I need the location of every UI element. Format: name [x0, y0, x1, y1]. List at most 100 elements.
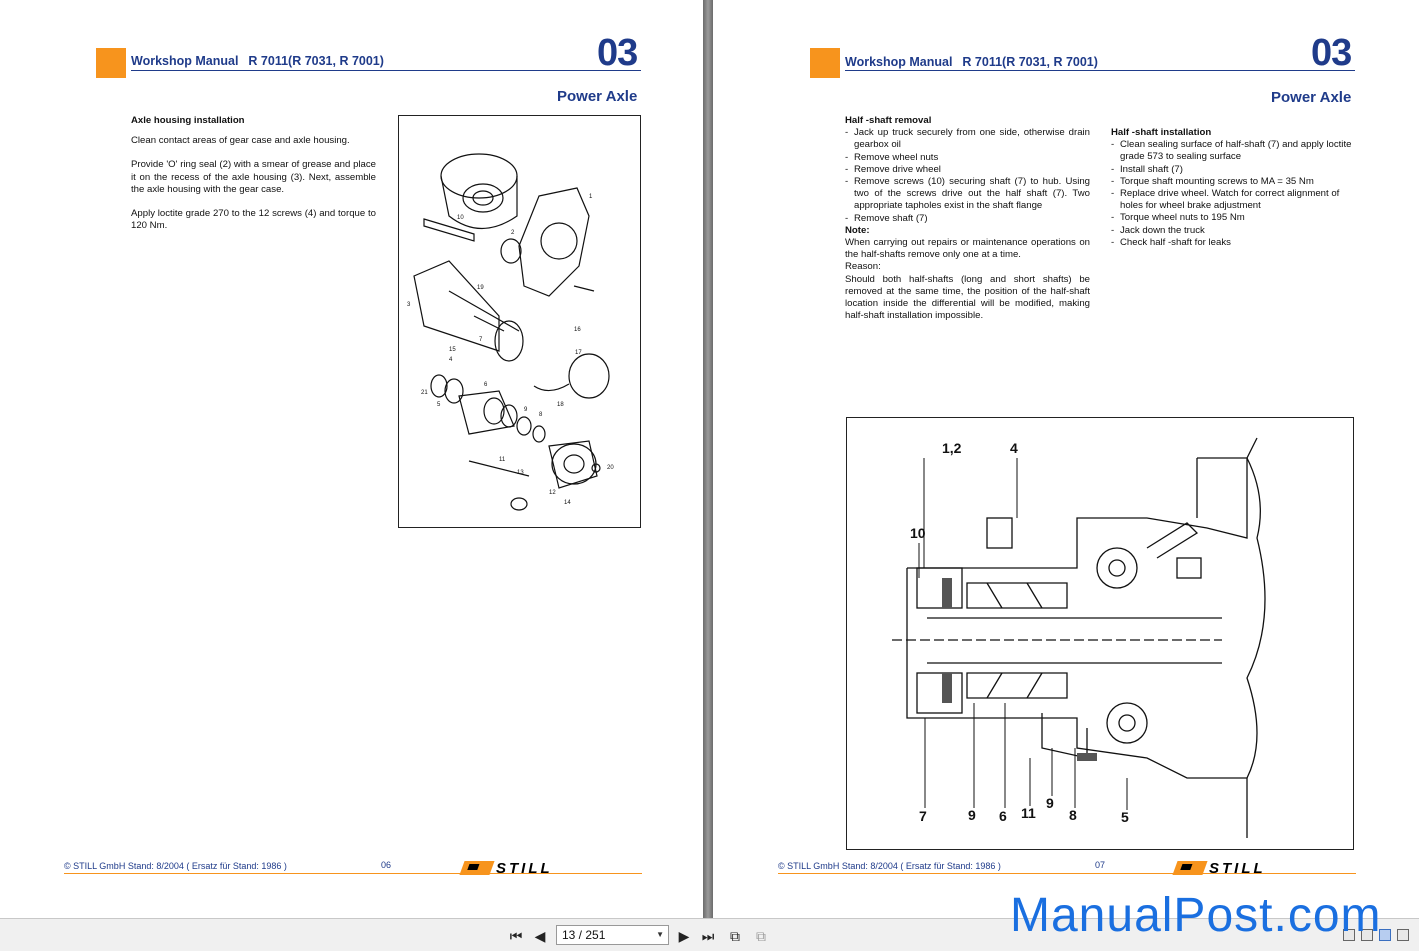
page-indicator: 13 / 251 [562, 928, 606, 942]
callout-label: 21 [421, 390, 428, 396]
viewer-toolbar: ⏮ ◀ 13 / 251 ▼ ▶ ⏭ ⧉ ⧉ [0, 918, 1419, 951]
chapter-number: 03 [597, 32, 638, 74]
chevron-down-icon[interactable]: ▼ [656, 930, 664, 939]
callout-label: 1 [589, 194, 593, 200]
callout-label: 5 [437, 402, 441, 408]
next-page-button[interactable]: ▶ [678, 928, 690, 944]
paragraph: Apply loctite grade 270 to the 12 screws… [131, 208, 376, 232]
first-page-button[interactable]: ⏮ [509, 928, 523, 944]
next-view-icon[interactable]: ⧉ [756, 928, 766, 944]
list-item: Install shaft (7) [1111, 164, 1356, 176]
left-text: Axle housing installation Clean contact … [131, 115, 376, 244]
paragraph: Provide 'O' ring seal (2) with a smear o… [131, 159, 376, 195]
list-item: Clean sealing surface of half-shaft (7) … [1111, 139, 1356, 163]
installation-steps: Clean sealing surface of half-shaft (7) … [1111, 139, 1356, 249]
callout-label: 8 [1069, 807, 1077, 823]
removal-heading: Half -shaft removal [845, 115, 932, 126]
still-logo: STILL [459, 859, 553, 877]
list-item: Remove drive wheel [845, 164, 1090, 176]
page-number-input[interactable]: 13 / 251 ▼ [556, 925, 669, 945]
page-gutter [703, 0, 713, 918]
list-item: Jack up truck securely from one side, ot… [845, 127, 1090, 151]
manual-name: Workshop Manual [131, 54, 239, 68]
reason-text: Should both half-shafts (long and short … [845, 273, 1090, 322]
two-page-continuous-icon[interactable] [1397, 929, 1409, 941]
section-title: Power Axle [557, 88, 638, 105]
callout-label: 3 [407, 302, 411, 308]
still-logo-mark [459, 861, 495, 875]
still-logo-word: STILL [1209, 859, 1266, 877]
installation-heading: Half -shaft installation [1111, 127, 1212, 138]
callout-label: 14 [564, 500, 571, 506]
two-page-icon[interactable] [1379, 929, 1391, 941]
installation-text: Half -shaft installation Clean sealing s… [1111, 127, 1356, 249]
page-number: 07 [1095, 860, 1106, 870]
callout-label: 17 [575, 350, 582, 356]
sectional-view-drawing: 1,2 4 10 7 9 6 11 9 8 5 [892, 437, 1266, 838]
continuous-icon[interactable] [1361, 929, 1373, 941]
reason-label: Reason: [845, 261, 881, 273]
page-right: Workshop Manual R 7011(R 7031, R 7001) 03… [713, 0, 1419, 918]
list-item: Check half -shaft for leaks [1111, 237, 1356, 249]
list-item: Remove screws (10) securing shaft (7) to… [845, 176, 1090, 213]
list-item: Torque wheel nuts to 195 Nm [1111, 212, 1356, 224]
paragraph: Clean contact areas of gear case and axl… [131, 135, 350, 147]
list-item: Torque shaft mounting screws to MA = 35 … [1111, 176, 1356, 188]
still-logo-mark [1172, 861, 1208, 875]
note-text: When carrying out repairs or maintenance… [845, 237, 1090, 261]
still-logo-word: STILL [496, 859, 553, 877]
section-title: Power Axle [1271, 89, 1352, 106]
header-rule [845, 70, 1355, 71]
exploded-view-figure: 1 2 3 4 5 6 7 8 9 10 11 12 13 14 15 16 1 [398, 115, 641, 528]
document-viewer[interactable]: Workshop Manual R 7011(R 7031, R 7001) 03… [0, 0, 1419, 918]
callout-label: 1,2 [942, 440, 962, 456]
callout-label: 2 [511, 230, 515, 236]
callout-label: 7 [919, 808, 927, 824]
page-left: Workshop Manual R 7011(R 7031, R 7001) 03… [0, 0, 703, 918]
manual-name: Workshop Manual [845, 55, 953, 69]
model-name: R 7011(R 7031, R 7001) [962, 55, 1098, 69]
still-logo: STILL [1172, 859, 1266, 877]
callout-label: 7 [479, 337, 483, 343]
sectional-view-figure: 1,2 4 10 7 9 6 11 9 8 5 [846, 417, 1354, 850]
removal-text: Half -shaft removal Jack up truck secure… [845, 115, 1090, 322]
callout-label: 12 [549, 490, 556, 496]
header-square [96, 48, 126, 78]
model-name: R 7011(R 7031, R 7001) [248, 54, 384, 68]
callout-label: 10 [910, 525, 926, 541]
single-page-icon[interactable] [1343, 929, 1355, 941]
callout-label: 19 [477, 285, 484, 291]
footer-copyright: © STILL GmbH Stand: 8/2004 ( Ersatz für … [778, 861, 1001, 871]
header-title: Workshop Manual R 7011(R 7031, R 7001) [845, 55, 1098, 69]
watermark: ManualPost.com [1010, 889, 1382, 942]
footer-copyright: © STILL GmbH Stand: 8/2004 ( Ersatz für … [64, 861, 287, 871]
list-item: Remove shaft (7) [845, 213, 1090, 225]
previous-view-icon[interactable]: ⧉ [730, 928, 740, 944]
callout-label: 4 [449, 357, 453, 363]
header-rule [131, 70, 641, 71]
callout-label: 11 [1021, 805, 1036, 821]
callout-label: 15 [449, 347, 456, 353]
callout-label: 6 [999, 808, 1007, 824]
callout-label: 10 [457, 215, 464, 221]
header-title: Workshop Manual R 7011(R 7031, R 7001) [131, 54, 384, 68]
callout-label: 4 [1010, 440, 1018, 456]
last-page-button[interactable]: ⏭ [701, 928, 715, 944]
list-item: Jack down the truck [1111, 225, 1356, 237]
exploded-view-drawing: 1 2 3 4 5 6 7 8 9 10 11 12 13 14 15 16 1 [407, 153, 614, 511]
callout-label: 6 [484, 382, 488, 388]
page-number: 06 [381, 860, 392, 870]
callout-label: 9 [524, 407, 528, 413]
callout-label: 18 [557, 402, 564, 408]
previous-page-button[interactable]: ◀ [534, 928, 546, 944]
view-mode-icons [1343, 929, 1409, 941]
callout-label: 9 [1046, 795, 1054, 811]
note-label: Note: [845, 224, 870, 236]
footer-rule [64, 873, 642, 874]
chapter-number: 03 [1311, 32, 1352, 74]
callout-label: 9 [968, 807, 976, 823]
removal-steps: Jack up truck securely from one side, ot… [845, 127, 1090, 225]
heading: Axle housing installation [131, 115, 245, 126]
callout-label: 16 [574, 327, 581, 333]
callout-label: 20 [607, 465, 614, 471]
